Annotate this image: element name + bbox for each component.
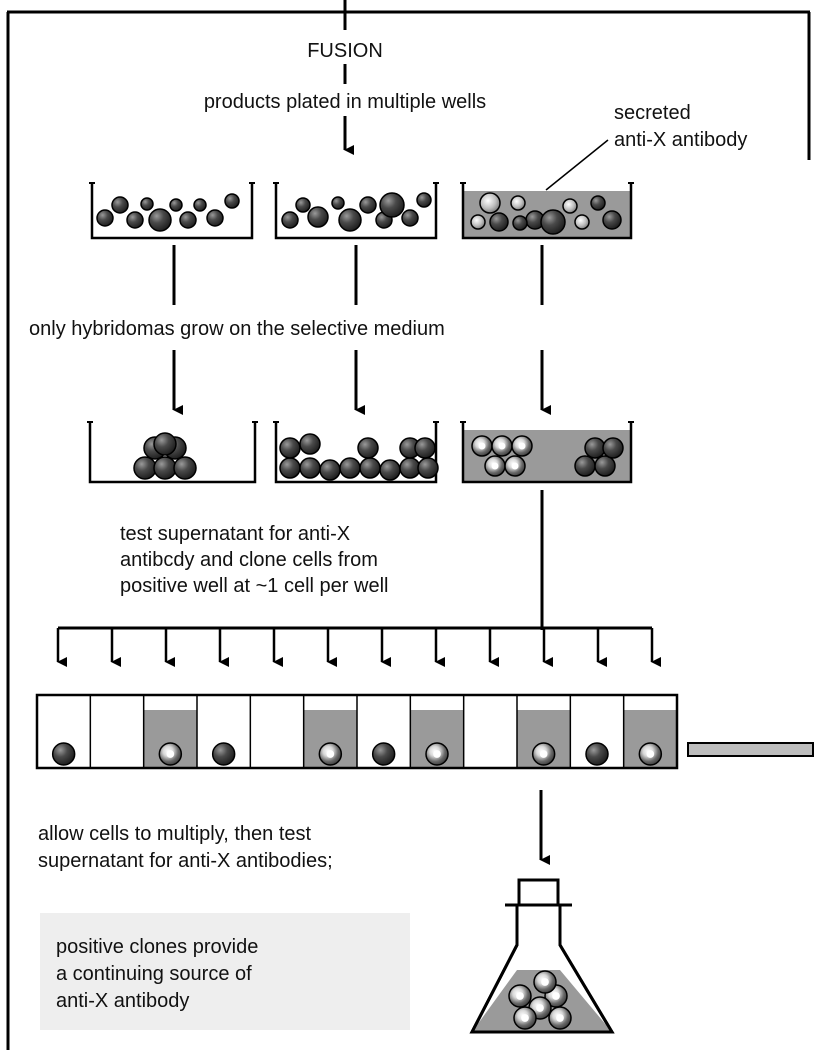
side-bar-marker: [688, 743, 813, 756]
cell: [418, 458, 438, 478]
cell: [154, 457, 176, 479]
fusion-label: FUSION: [307, 40, 383, 62]
cell: [174, 457, 196, 479]
cell: [300, 458, 320, 478]
hybridoma-wells-row: [87, 422, 634, 482]
positive-label-line2: a continuing source of: [56, 963, 252, 985]
clone-well: [213, 743, 235, 765]
initial-well-1: [89, 183, 255, 238]
cell: [134, 457, 156, 479]
cell: [97, 210, 113, 226]
cell: [490, 213, 508, 231]
multiply-label-line1: allow cells to multiply, then test: [38, 823, 312, 845]
clone-well: [53, 743, 75, 765]
cell: [511, 196, 525, 210]
cell: [194, 199, 206, 211]
cell: [358, 438, 378, 458]
cell: [603, 438, 623, 458]
hybridoma-well-1: [87, 422, 258, 482]
test-label-line3: positive well at ~1 cell per well: [120, 575, 388, 597]
initial-well-3-antibody: [460, 183, 634, 238]
cell: [320, 460, 340, 480]
cell: [575, 456, 595, 476]
cell: [141, 198, 153, 210]
cell: [595, 456, 615, 476]
cell: [591, 196, 605, 210]
selective-medium-label: only hybridomas grow on the selective me…: [29, 318, 445, 340]
clone-well: [144, 710, 197, 768]
secreted-label-line1: secreted: [614, 102, 691, 124]
secreted-label-line2: anti-X antibody: [614, 129, 747, 151]
cell: [480, 193, 500, 213]
cell: [112, 197, 128, 213]
clone-well: [624, 710, 677, 768]
cell: [380, 193, 404, 217]
plated-label: products plated in multiple wells: [204, 91, 486, 113]
cell: [585, 438, 605, 458]
cell: [280, 438, 300, 458]
positive-label-line3: anti-X antibody: [56, 990, 189, 1012]
cell: [360, 197, 376, 213]
cell: [225, 194, 239, 208]
cell: [282, 212, 298, 228]
cell: [575, 215, 589, 229]
cell: [415, 438, 435, 458]
multiply-label-line2: supernatant for anti-X antibodies;: [38, 850, 333, 872]
cell: [280, 458, 300, 478]
hybridoma-well-3-antibody: [460, 422, 634, 482]
cell: [53, 743, 75, 765]
hybridoma-well-2: [273, 422, 439, 482]
cell: [360, 458, 380, 478]
cell: [300, 434, 320, 454]
secreted-pointer: [546, 140, 608, 190]
cell: [213, 743, 235, 765]
cell: [340, 458, 360, 478]
cell: [339, 209, 361, 231]
clone-wells-strip: [37, 695, 677, 768]
cell: [586, 743, 608, 765]
clone-well: [517, 710, 570, 768]
test-label-line2: antibcdy and clone cells from: [120, 549, 378, 571]
clone-well: [373, 743, 395, 765]
cell: [296, 198, 310, 212]
cell: [207, 210, 223, 226]
cell: [471, 215, 485, 229]
cell: [563, 199, 577, 213]
cell: [417, 193, 431, 207]
cell: [149, 209, 171, 231]
cell: [400, 458, 420, 478]
cell: [373, 743, 395, 765]
clone-well: [410, 710, 463, 768]
cell: [127, 212, 143, 228]
cell: [332, 197, 344, 209]
cell: [380, 460, 400, 480]
cell: [541, 210, 565, 234]
positive-label-line1: positive clones provide: [56, 936, 258, 958]
cell: [170, 199, 182, 211]
cell: [180, 212, 196, 228]
cell: [603, 211, 621, 229]
initial-well-2: [273, 183, 439, 238]
cell: [513, 216, 527, 230]
clone-well: [304, 710, 357, 768]
initial-wells-row: [89, 183, 634, 238]
cloning-distribution: [58, 628, 652, 662]
cell: [154, 433, 176, 455]
test-label-line1: test supernatant for anti-X: [120, 523, 350, 545]
cell: [308, 207, 328, 227]
clone-well: [586, 743, 608, 765]
cell: [402, 210, 418, 226]
